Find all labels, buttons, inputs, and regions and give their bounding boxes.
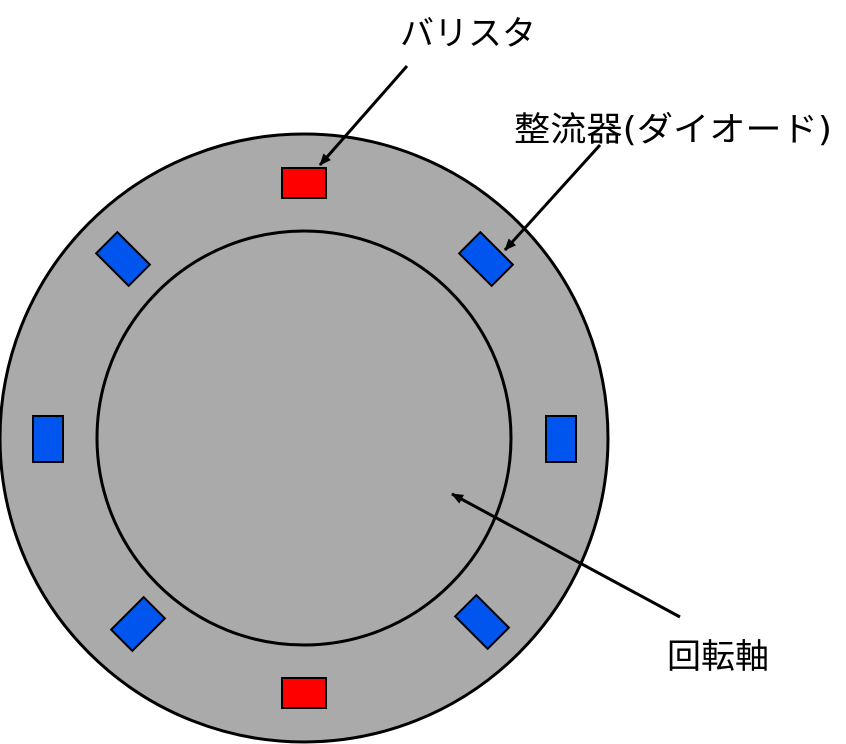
rectifier-upper-left — [94, 230, 152, 288]
rectifier-arrow — [503, 143, 602, 252]
shaft-circle — [95, 229, 513, 647]
shaft-arrow — [451, 492, 681, 619]
varistor-label: バリスタ — [400, 14, 536, 54]
rectifier-lower-left — [109, 595, 167, 653]
rectifier-lower-right — [453, 593, 511, 651]
rectifier-upper-right — [457, 230, 515, 288]
shaft-label: 回転軸 — [667, 637, 769, 677]
rectifier-left — [32, 415, 64, 463]
varistor-arrow — [318, 65, 409, 166]
varistor-bottom — [281, 677, 327, 709]
rectifier-label: 整流器(ダイオード) — [514, 110, 832, 150]
rectifier-right — [545, 415, 577, 463]
varistor-top — [281, 167, 327, 199]
